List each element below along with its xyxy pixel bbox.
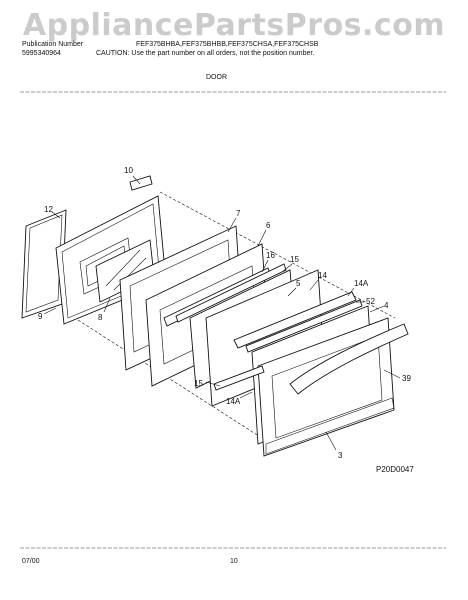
callout-15-top: 15 [290, 255, 299, 264]
footer-date: 07/00 [22, 558, 40, 565]
publication-label: Publication Number [22, 41, 84, 48]
callout-14a-bottom: 14A [226, 397, 241, 406]
callout-39: 39 [402, 374, 411, 383]
explosion-guides [77, 191, 396, 441]
callout-14: 14 [318, 271, 327, 280]
callout-3: 3 [338, 451, 343, 460]
part-14a-trim [233, 291, 357, 349]
diagram-code: P20D0047 [376, 465, 414, 474]
callout-15-bottom: 15 [194, 379, 203, 388]
callout-7: 7 [236, 209, 241, 218]
page-number: 10 [230, 558, 238, 565]
callout-4: 4 [384, 301, 389, 310]
caution-note: CAUTION: Use the part number on all orde… [96, 50, 315, 57]
callout-10: 10 [124, 166, 133, 175]
part-52-trim [245, 299, 363, 353]
part-10-bracket [129, 175, 153, 191]
part-15-top-channel [175, 263, 287, 323]
model-numbers: FEF375BHBA,FEF375BHBB,FEF375CHSA,FEF375C… [136, 41, 319, 48]
callout-6: 6 [266, 221, 271, 230]
callout-9: 9 [38, 312, 43, 321]
section-title: DOOR [206, 74, 227, 81]
leader-lines [43, 175, 401, 451]
callout-5: 5 [296, 279, 301, 288]
callout-16: 16 [266, 251, 275, 260]
part-12-gasket [21, 209, 67, 319]
callout-52: 52 [366, 297, 375, 306]
watermark: AppliancePartsPros.com [22, 8, 446, 43]
callout-8: 8 [98, 313, 103, 322]
part-39-handle [289, 323, 409, 395]
publication-number: 5995340964 [22, 50, 61, 57]
part-15-bottom-channel [213, 365, 265, 391]
callout-12: 12 [44, 205, 53, 214]
callout-14a-top: 14A [354, 279, 369, 288]
